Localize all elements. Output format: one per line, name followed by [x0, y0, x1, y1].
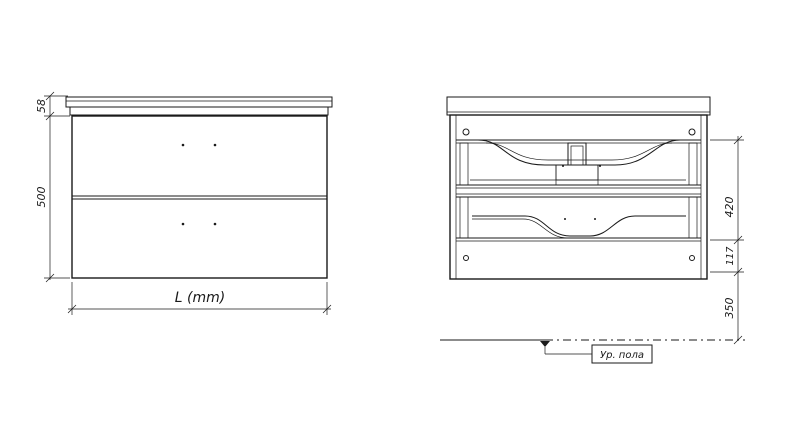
mounting-holes: [462, 128, 696, 261]
dim-gap: 117: [725, 246, 736, 266]
lower-drawer: [456, 165, 701, 242]
side-countertop: [446, 96, 711, 116]
front-width-dimension: [67, 282, 332, 315]
dim-drawer-height: 420: [723, 197, 736, 218]
front-height-dimensions: [44, 91, 70, 283]
dim-floor-offset: 350: [723, 298, 736, 319]
floor-level: [440, 339, 745, 364]
dim-top-height: 58: [35, 99, 48, 113]
upper-drawer: [456, 139, 701, 189]
front-view: 58 500 L (mm): [35, 91, 333, 315]
floor-label: Ур. пола: [600, 350, 644, 361]
countertop: [65, 96, 333, 116]
floor-label-box: [591, 344, 653, 364]
dim-width: L (mm): [175, 290, 225, 306]
side-view: 420 117 350 Ур. пола: [440, 96, 745, 364]
cabinet-body: [71, 115, 328, 279]
side-cabinet-body: [449, 114, 708, 280]
dim-body-height: 500: [35, 187, 48, 208]
drawer-handle-holes: [181, 143, 217, 226]
